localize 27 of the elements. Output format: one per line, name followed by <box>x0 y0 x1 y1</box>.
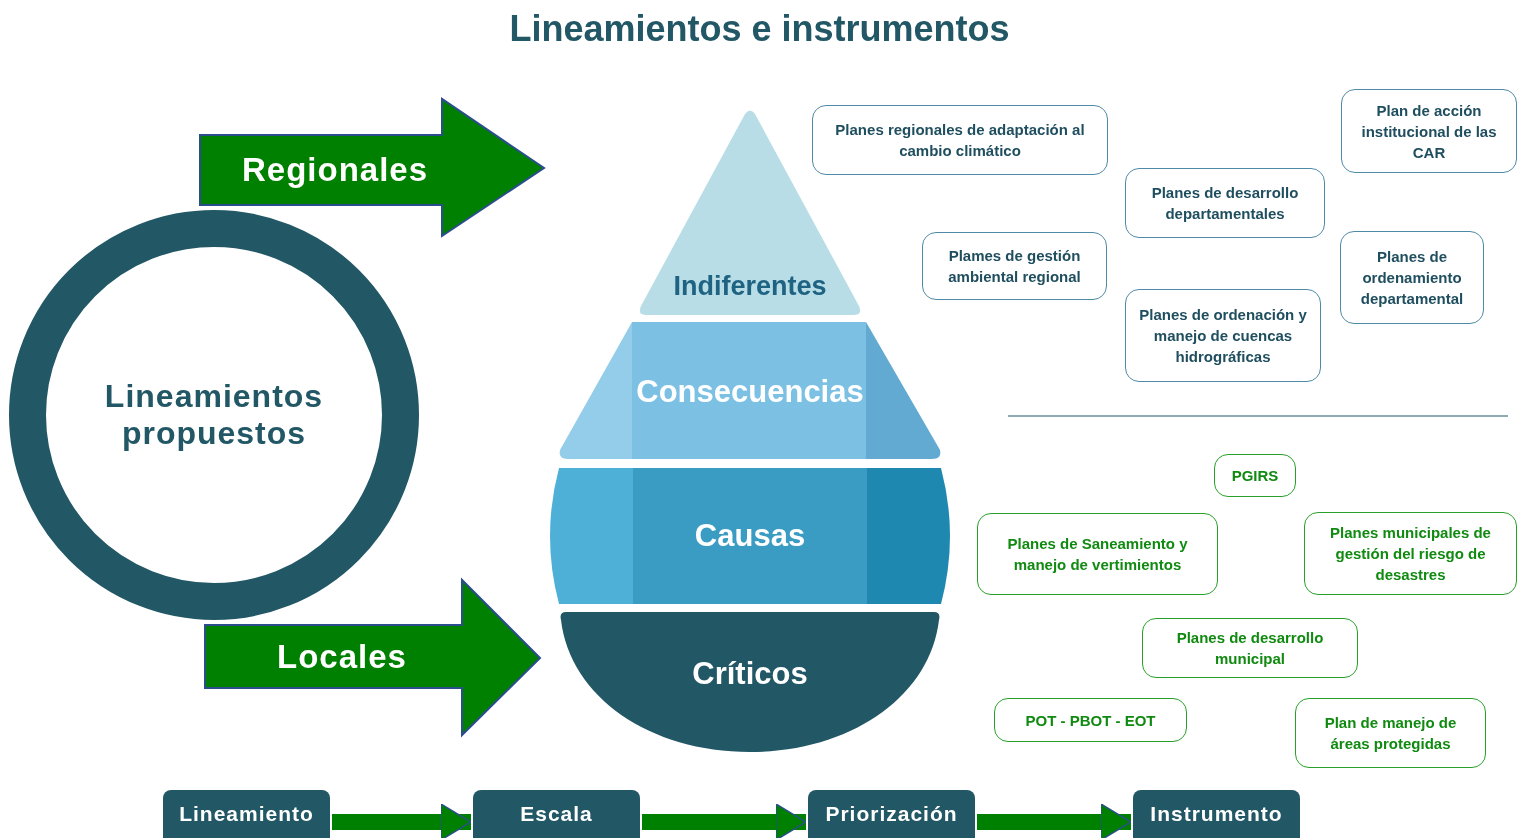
local-plan-card: PGIRS <box>1214 454 1296 497</box>
local-plan-card: Plan de manejo de áreas protegidas <box>1295 698 1486 768</box>
local-plan-card: Planes de Saneamiento y manejo de vertimientos <box>977 513 1218 595</box>
layer-label: Indiferentes <box>672 270 828 304</box>
regional-plan-card: Planes de desarrollo departamentales <box>1125 168 1325 238</box>
block-arrow <box>332 803 472 838</box>
local-plan-card: Planes de desarrollo municipal <box>1142 618 1358 678</box>
diagram-title: Lineamientos e instrumentos <box>509 8 1010 50</box>
step-tab: Priorización <box>808 790 975 838</box>
regional-plan-card: Planes de ordenamiento departamental <box>1340 231 1484 324</box>
layer-label: Consecuencias <box>635 373 865 412</box>
block-arrow <box>977 803 1132 838</box>
step-tab: Escala <box>473 790 640 838</box>
regional-plan-card: Plames de gestión ambiental regional <box>922 232 1107 300</box>
layer-label: Lineamientos propuestos <box>103 377 325 453</box>
layer-label: Locales <box>276 636 408 677</box>
layer-label: Causas <box>693 517 807 556</box>
regional-plan-card: Planes regionales de adaptación al cambio climático <box>812 105 1108 175</box>
step-tab: Lineamiento <box>163 790 330 838</box>
regional-plan-card: Plan de acción institucional de las CAR <box>1341 89 1517 173</box>
layer-label: Regionales <box>240 150 430 191</box>
step-tab: Instrumento <box>1133 790 1300 838</box>
local-plan-card: Planes municipales de gestión del riesgo de desastres <box>1304 512 1517 595</box>
local-plan-card: POT - PBOT - EOT <box>994 698 1187 742</box>
layer-label: Críticos <box>691 655 809 694</box>
regional-plan-card: Planes de ordenación y manejo de cuencas hidrográficas <box>1125 289 1321 382</box>
block-arrow <box>642 803 807 838</box>
